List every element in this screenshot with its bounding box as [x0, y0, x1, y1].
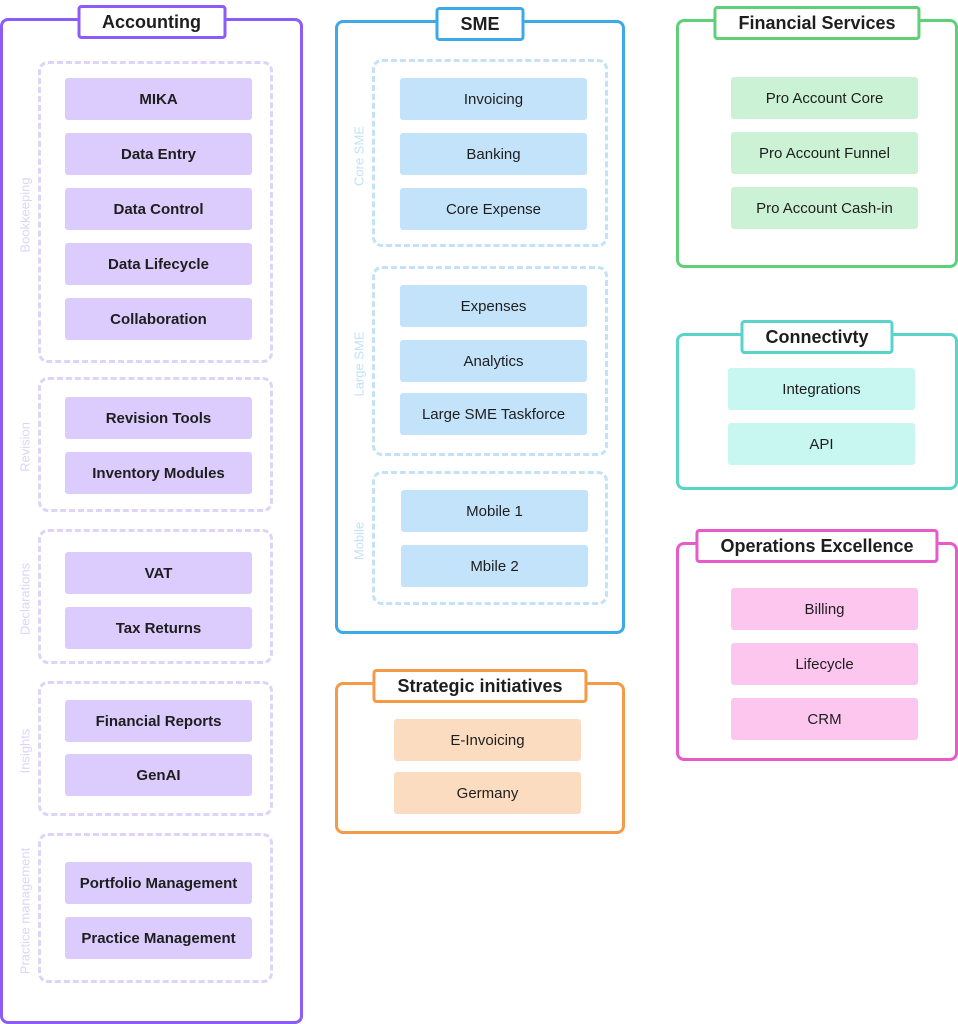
group-declarations: Declarations: [18, 529, 273, 664]
group-revision: Revision: [18, 377, 273, 512]
team-api[interactable]: API: [728, 423, 915, 465]
team-e-invoicing[interactable]: E-Invoicing: [394, 719, 581, 761]
team-mika[interactable]: MIKA: [65, 78, 252, 120]
group-large-sme: Large SME: [352, 266, 608, 456]
operations-excellence-panel: Operations Excellence Billing Lifecycle …: [676, 529, 958, 761]
connectivity-title: Connectivty: [740, 320, 894, 354]
group-label-insights: Insights: [17, 728, 33, 774]
team-pro-account-cash-in[interactable]: Pro Account Cash-in: [731, 187, 918, 229]
team-mobile-2[interactable]: Mbile 2: [401, 545, 588, 587]
team-crm[interactable]: CRM: [731, 698, 918, 740]
group-bookkeeping: Bookkeeping: [18, 61, 273, 363]
team-vat[interactable]: VAT: [65, 552, 252, 594]
accounting-title: Accounting: [77, 5, 226, 39]
group-label-declarations: Declarations: [17, 562, 33, 636]
group-mobile: Mobile: [352, 471, 608, 605]
sme-title: SME: [435, 7, 525, 41]
operations-excellence-title: Operations Excellence: [695, 529, 939, 563]
group-practice-management: Practice management: [18, 833, 273, 983]
strategic-initiatives-title: Strategic initiatives: [372, 669, 588, 703]
team-genai[interactable]: GenAI: [65, 754, 252, 796]
team-practice-management[interactable]: Practice Management: [65, 917, 252, 959]
team-financial-reports[interactable]: Financial Reports: [65, 700, 252, 742]
team-integrations[interactable]: Integrations: [728, 368, 915, 410]
team-inventory-modules[interactable]: Inventory Modules: [65, 452, 252, 494]
team-banking[interactable]: Banking: [400, 133, 587, 175]
team-germany[interactable]: Germany: [394, 772, 581, 814]
team-billing[interactable]: Billing: [731, 588, 918, 630]
group-label-revision: Revision: [17, 422, 33, 472]
group-label-bookkeeping: Bookkeeping: [17, 177, 33, 253]
group-label-large-sme: Large SME: [351, 331, 367, 397]
team-expenses[interactable]: Expenses: [400, 285, 587, 327]
team-invoicing[interactable]: Invoicing: [400, 78, 587, 120]
connectivity-panel: Connectivty Integrations API: [676, 320, 958, 490]
team-data-control[interactable]: Data Control: [65, 188, 252, 230]
team-data-entry[interactable]: Data Entry: [65, 133, 252, 175]
group-label-core-sme: Core SME: [351, 126, 367, 186]
team-collaboration[interactable]: Collaboration: [65, 298, 252, 340]
team-portfolio-management[interactable]: Portfolio Management: [65, 862, 252, 904]
team-large-sme-taskforce[interactable]: Large SME Taskforce: [400, 393, 587, 435]
team-mobile-1[interactable]: Mobile 1: [401, 490, 588, 532]
team-analytics[interactable]: Analytics: [400, 340, 587, 382]
team-data-lifecycle[interactable]: Data Lifecycle: [65, 243, 252, 285]
group-label-practice-management: Practice management: [17, 847, 33, 975]
team-tax-returns[interactable]: Tax Returns: [65, 607, 252, 649]
strategic-initiatives-panel: Strategic initiatives E-Invoicing German…: [335, 669, 625, 834]
accounting-panel: Accounting Bookkeeping MIKA Data Entry D…: [0, 5, 303, 1024]
sme-panel: SME Core SME Invoicing Banking Core Expe…: [335, 7, 625, 634]
team-revision-tools[interactable]: Revision Tools: [65, 397, 252, 439]
group-label-mobile: Mobile: [351, 521, 367, 561]
financial-services-panel: Financial Services Pro Account Core Pro …: [676, 6, 958, 268]
team-pro-account-funnel[interactable]: Pro Account Funnel: [731, 132, 918, 174]
team-core-expense[interactable]: Core Expense: [400, 188, 587, 230]
team-lifecycle[interactable]: Lifecycle: [731, 643, 918, 685]
group-core-sme: Core SME: [352, 59, 608, 247]
team-pro-account-core[interactable]: Pro Account Core: [731, 77, 918, 119]
group-insights: Insights: [18, 681, 273, 816]
financial-services-title: Financial Services: [713, 6, 921, 40]
